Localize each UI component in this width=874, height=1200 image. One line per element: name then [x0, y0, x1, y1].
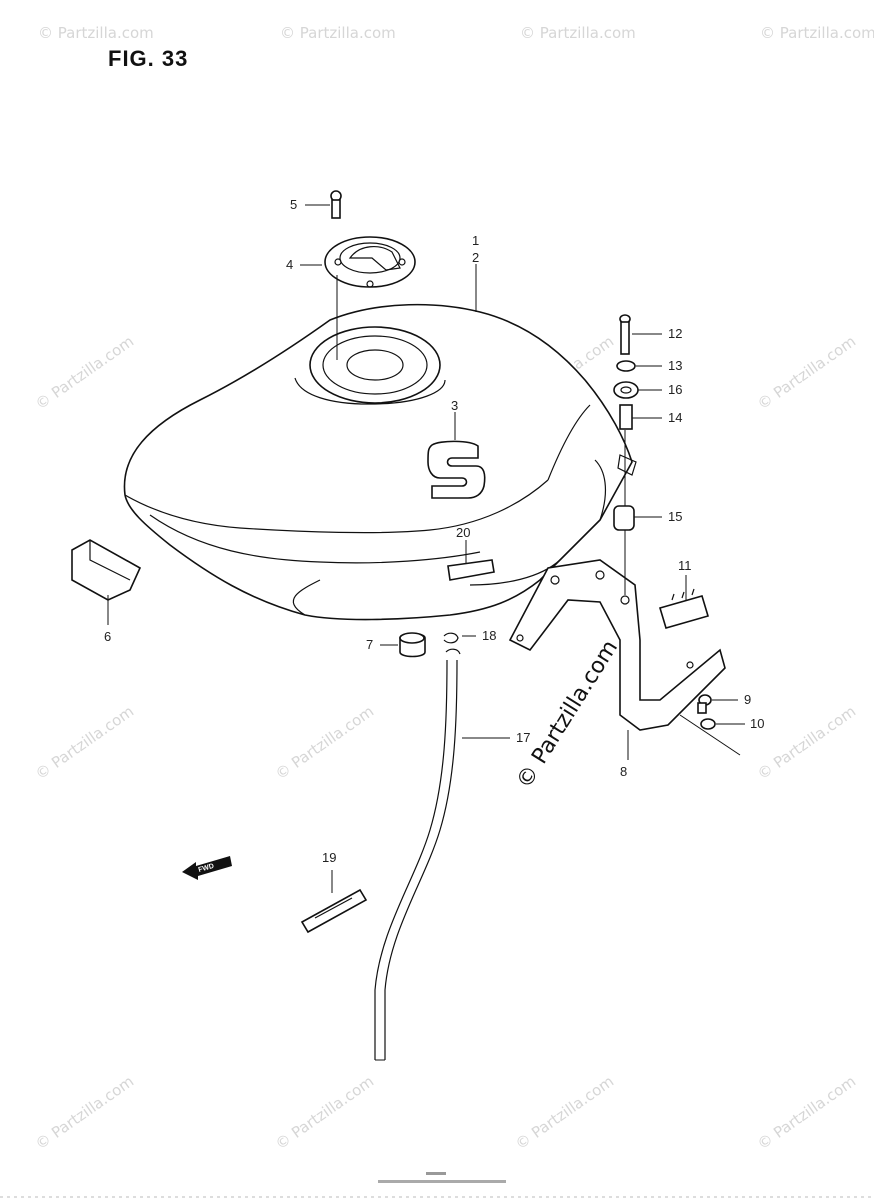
hose-band [300, 870, 368, 934]
callout-8: 8 [620, 764, 627, 779]
watermark: © Partzilla.com [754, 1072, 859, 1153]
watermark: © Partzilla.com [38, 24, 154, 42]
callout-3: 3 [451, 398, 458, 413]
fuel-hose [374, 659, 458, 1061]
watermark: © Partzilla.com [512, 1072, 617, 1153]
callout-4: 4 [286, 257, 293, 272]
callout-leaders [107, 204, 745, 760]
bracket-bolt [697, 694, 712, 714]
watermark: © Partzilla.com [272, 1072, 377, 1153]
fuel-cap [324, 236, 416, 360]
mount-cushion [613, 381, 639, 399]
mount-collar [619, 404, 633, 430]
callout-1: 1 [472, 233, 479, 248]
callout-18: 18 [482, 628, 496, 643]
callout-20: 20 [456, 525, 470, 540]
watermark: © Partzilla.com [280, 24, 396, 42]
callout-15: 15 [668, 509, 682, 524]
tank-emblem [427, 440, 486, 499]
fwd-label: FWD [198, 863, 215, 874]
callout-12: 12 [668, 326, 682, 341]
watermark: © Partzilla.com [754, 702, 859, 783]
watermark: © Partzilla.com [760, 24, 874, 42]
watermark-main: © Partzilla.com [512, 636, 623, 793]
callout-7: 7 [366, 637, 373, 652]
hose-clamp [443, 632, 461, 655]
callout-11: 11 [678, 558, 692, 573]
callout-14: 14 [668, 410, 682, 425]
watermark: © Partzilla.com [32, 1072, 137, 1153]
watermark: © Partzilla.com [32, 702, 137, 783]
watermark: © Partzilla.com [272, 702, 377, 783]
mount-damper [613, 430, 635, 595]
connector-block [659, 588, 709, 629]
tank-bracket [508, 559, 726, 731]
figure-title: FIG. 33 [108, 46, 189, 71]
callout-13: 13 [668, 358, 682, 373]
callout-16: 16 [668, 382, 682, 397]
bracket-nut [679, 714, 741, 756]
callout-6: 6 [104, 629, 111, 644]
fuel-tank [123, 303, 637, 621]
callout-2: 2 [472, 250, 479, 265]
footer-fine-print [0, 1172, 874, 1198]
cap-bolt [330, 190, 342, 219]
watermark: © Partzilla.com [754, 332, 859, 413]
callout-17: 17 [516, 730, 530, 745]
hose-clip [71, 539, 142, 601]
callout-labels: 1 2 3 4 5 6 7 8 9 10 11 12 13 14 15 16 1… [104, 197, 764, 865]
callout-5: 5 [290, 197, 297, 212]
mount-washer [616, 360, 636, 372]
callout-19: 19 [322, 850, 336, 865]
callout-9: 9 [744, 692, 751, 707]
watermark: © Partzilla.com [32, 332, 137, 413]
forward-arrow-icon: FWD [182, 856, 232, 880]
mount-bolt [619, 314, 631, 355]
watermark: © Partzilla.com [520, 24, 636, 42]
drain-cap [399, 632, 426, 658]
callout-10: 10 [750, 716, 764, 731]
tank-cushion [447, 559, 495, 581]
